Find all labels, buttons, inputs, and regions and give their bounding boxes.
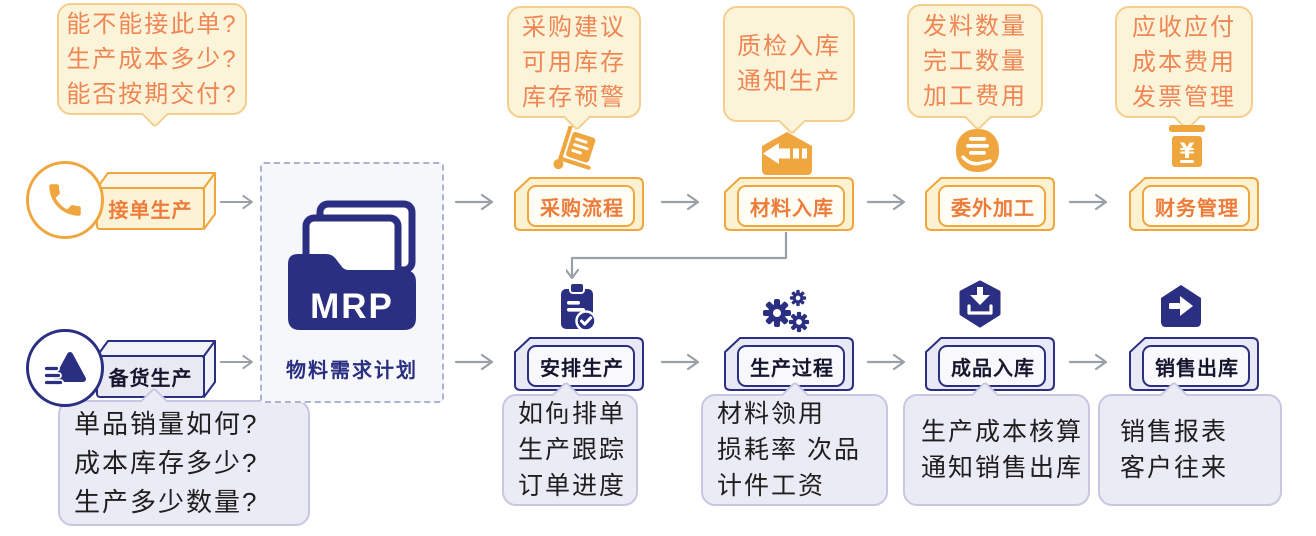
bubble-text: 销售报表: [1120, 418, 1229, 446]
station-label-production: 生产过程: [750, 357, 834, 380]
production-notes-bubble: 材料领用 损耗率 次品 计件工资: [701, 380, 888, 506]
flow-arrow: [866, 353, 906, 371]
clipboard-check-icon: [561, 282, 597, 332]
bubble-text: 质检入库: [737, 33, 841, 60]
bubble-text: 能不能接此单?: [66, 10, 238, 38]
phone-icon: [49, 184, 81, 216]
bubble-text: 通知销售出库: [921, 454, 1084, 482]
entry-label-stock: 备货生产: [108, 368, 193, 390]
flow-arrow: [454, 193, 494, 211]
finished-in-notes-bubble: 生产成本核算 通知销售出库: [903, 380, 1090, 506]
order-questions-bubble: 能不能接此单? 生产成本多少? 能否按期交付?: [57, 3, 247, 129]
bubble-text: 单品销量如何?: [74, 408, 259, 439]
stock-questions-bubble: 单品销量如何? 成本库存多少? 生产多少数量?: [58, 386, 310, 526]
flow-arrow: [219, 354, 253, 370]
bubble-text: 生产成本多少?: [66, 45, 238, 73]
bubble-text: 应收应付: [1132, 13, 1236, 41]
bubble-text: 计件工资: [717, 472, 826, 500]
bubble-text: 订单进度: [518, 472, 627, 500]
station-label-outsource: 委外加工: [951, 197, 1035, 220]
bubble-text: 完工数量: [923, 47, 1027, 75]
bubble-text: 成本费用: [1132, 48, 1236, 76]
connector-arrow: [566, 232, 788, 280]
bubble-text: 可用库存: [522, 48, 626, 76]
hand-coins-icon: [956, 129, 999, 172]
flow-arrow: [660, 193, 700, 211]
svg-text:¥: ¥: [1180, 139, 1195, 163]
finance-notes-bubble: 应收应付 成本费用 发票管理: [1115, 6, 1253, 132]
mrp-title: MRP: [310, 287, 394, 326]
entry-box-order: 接单生产: [94, 170, 218, 232]
order-circle: [26, 161, 104, 239]
stock-circle: [26, 329, 104, 407]
cashbox-icon: ¥: [1169, 125, 1205, 167]
trolley-icon: [553, 126, 596, 170]
bubble-text: 成本库存多少?: [74, 447, 259, 478]
station-box-production: 生产过程: [716, 336, 856, 392]
entry-label-order: 接单生产: [108, 200, 193, 222]
house-out-icon: [1161, 285, 1201, 327]
flow-arrow: [1068, 353, 1108, 371]
flow-arrow: [454, 353, 494, 371]
station-box-sales-out: 销售出库: [1121, 336, 1261, 392]
flow-arrow: [1068, 193, 1108, 211]
bubble-text: 材料领用: [717, 400, 826, 428]
stock-icon: [43, 352, 86, 386]
station-box-purchase: 采购流程: [506, 176, 646, 232]
bubble-text: 生产成本核算: [921, 418, 1084, 446]
bubble-text: 通知生产: [737, 68, 841, 95]
gears-icon: [763, 289, 810, 333]
schedule-notes-bubble: 如何排单 生产跟踪 订单进度: [502, 380, 638, 506]
bubble-text: 采购建议: [522, 13, 626, 41]
mrp-folder-icon: [288, 200, 416, 330]
package-in-icon: [959, 280, 1001, 328]
bubble-text: 生产跟踪: [518, 436, 627, 464]
station-label-finished-in: 成品入库: [951, 357, 1035, 380]
station-box-finance: 财务管理: [1121, 176, 1261, 232]
bubble-text: 生产多少数量?: [74, 486, 259, 517]
station-label-finance: 财务管理: [1155, 197, 1239, 220]
mrp-panel: MRP 物料需求计划: [260, 162, 444, 403]
flow-arrow: [866, 193, 906, 211]
warehouse-in-icon: [762, 132, 812, 175]
station-label-schedule: 安排生产: [540, 357, 624, 380]
bubble-text: 客户往来: [1120, 454, 1229, 482]
station-box-schedule: 安排生产: [506, 336, 646, 392]
bubble-text: 损耗率 次品: [717, 436, 861, 464]
bubble-text: 发料数量: [923, 12, 1027, 40]
bubble-text: 如何排单: [518, 400, 627, 428]
material-in-notes-bubble: 质检入库 通知生产: [723, 6, 855, 136]
station-box-finished-in: 成品入库: [917, 336, 1057, 392]
flow-arrow: [219, 194, 253, 210]
flow-arrow: [660, 353, 700, 371]
outsource-notes-bubble: 发料数量 完工数量 加工费用: [907, 4, 1043, 132]
sales-out-notes-bubble: 销售报表 客户往来: [1098, 380, 1282, 506]
entry-box-stock: 备货生产: [94, 338, 218, 400]
purchase-notes-bubble: 采购建议 可用库存 库存预警: [507, 6, 641, 132]
station-label-sales-out: 销售出库: [1155, 357, 1239, 380]
station-box-material-in: 材料入库: [716, 176, 856, 232]
mrp-subtitle: 物料需求计划: [286, 360, 418, 382]
station-box-outsource: 委外加工: [917, 176, 1057, 232]
station-label-material-in: 材料入库: [750, 197, 834, 220]
station-label-purchase: 采购流程: [540, 197, 624, 220]
